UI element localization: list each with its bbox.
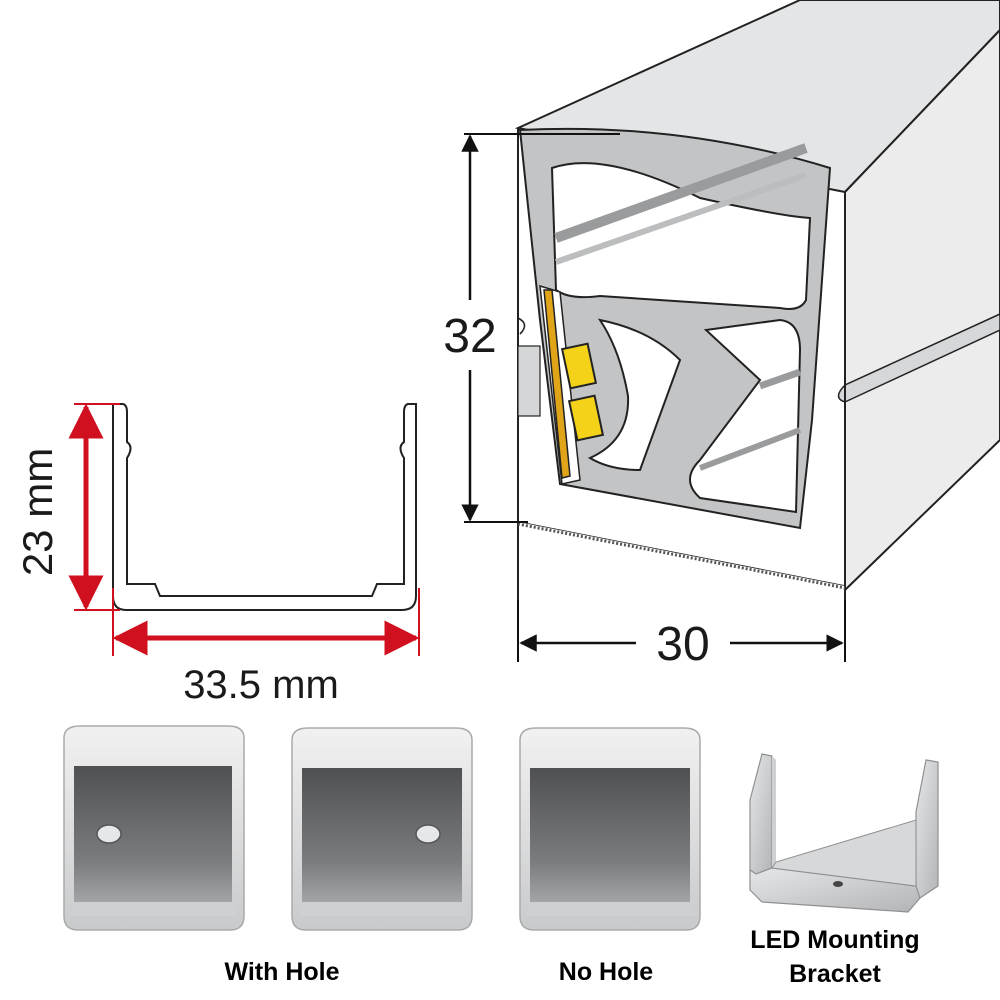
profile-width-label: 30	[656, 618, 709, 671]
cap-hole	[96, 824, 122, 844]
bracket-profile-drawing	[112, 403, 417, 611]
bracket-caption-line1: LED Mounting	[750, 926, 919, 954]
led-mounting-bracket-3d	[749, 753, 939, 913]
bracket-u-outline	[112, 403, 417, 611]
inner-rail-2	[555, 172, 807, 265]
bracket-height-label: 23 mm	[14, 448, 61, 576]
dimension-height-32: 32	[443, 133, 620, 523]
led-strip	[543, 289, 571, 479]
dimension-width-30: 30	[517, 600, 846, 671]
profile-left-notch	[517, 317, 526, 335]
profile-lower-left-cavity	[587, 318, 682, 472]
with-hole-caption: With Hole	[224, 958, 339, 986]
inner-rail-3	[758, 368, 802, 390]
end-cap-no-hole	[519, 727, 701, 931]
led-chip-upper	[560, 342, 598, 390]
cap-hole	[415, 824, 441, 844]
inner-rail-4	[698, 427, 802, 471]
bracket-caption-line2: Bracket	[789, 960, 881, 988]
bracket-hole	[833, 881, 843, 887]
dimension-bracket-height: 23 mm	[14, 403, 120, 611]
dimension-bracket-width: 33.5 mm	[112, 588, 420, 707]
no-hole-caption: No Hole	[559, 958, 654, 986]
neon-profile-3d	[514, 0, 1000, 640]
profile-knurled-edge	[517, 522, 846, 590]
profile-front-lower	[518, 522, 845, 620]
bracket-width-label: 33.5 mm	[183, 663, 339, 707]
end-cap-with-hole-left	[63, 725, 245, 931]
profile-height-label: 32	[443, 310, 496, 363]
led-chip-lower	[567, 394, 605, 442]
inner-rail-1	[554, 143, 808, 243]
profile-side-groove	[837, 313, 1000, 403]
profile-upper-cavity	[550, 162, 812, 310]
end-cap-with-hole-right	[291, 727, 473, 931]
profile-left-tab	[517, 345, 541, 417]
